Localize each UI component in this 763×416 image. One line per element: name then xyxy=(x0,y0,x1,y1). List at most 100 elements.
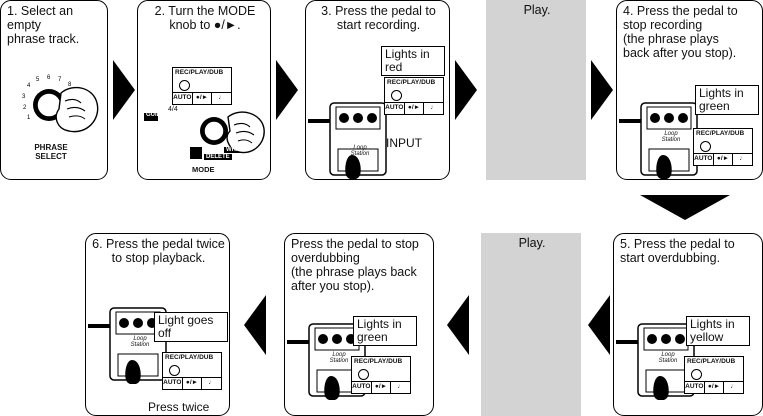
step-3-panel-led xyxy=(391,90,402,101)
play-box-bottom: Play. xyxy=(481,233,581,416)
step-4-device-name: Loop Station xyxy=(661,131,681,143)
press-twice-label: Press twice xyxy=(148,400,210,414)
step-stop-overdub-device-name: Loop Station xyxy=(329,352,349,364)
step-5-device-name: Loop Station xyxy=(658,352,678,364)
mode-panel-title: REC/PLAY/DUB xyxy=(175,69,224,76)
flow-arrow-5 xyxy=(244,295,266,355)
dial-num-8: 8 xyxy=(68,82,72,88)
step-stop-overdub-panel-rec-play: ●/► xyxy=(372,382,392,393)
mode-panel-auto: AUTO xyxy=(173,93,193,104)
mode-panel: REC/PLAY/DUB AUTO ●/► ♩ xyxy=(172,67,232,105)
dial-num-7: 7 xyxy=(58,77,62,83)
step-5-card: 5. Press the pedal to start overdubbing.… xyxy=(613,233,763,416)
flow-arrow-6 xyxy=(447,295,469,355)
step-3-panel-row: AUTO ●/► ♩ xyxy=(385,102,443,114)
mode-panel-row: AUTO ●/► ♩ xyxy=(173,92,231,104)
step-6-panel-note: ♩ xyxy=(208,379,215,386)
dial-num-3: 3 xyxy=(22,94,26,100)
step-6-panel-rec-play: ●/► xyxy=(183,378,203,389)
step-5-panel-rec-play: ●/► xyxy=(705,382,725,393)
play-text-bottom: Play. xyxy=(518,236,546,250)
step-4-panel-led xyxy=(700,141,711,152)
loop-station-pedal-icon xyxy=(616,323,695,400)
input-label: INPUT xyxy=(386,136,422,150)
step-3-card: 3. Press the pedal to start recording. L… xyxy=(305,0,450,180)
step-1-card: 1. Select an empty phrase track. 1 2 3 4… xyxy=(0,0,108,180)
step-5-panel-row: AUTO ●/► ♩ xyxy=(685,381,743,393)
step-4-panel-rec-play: ●/► xyxy=(714,154,734,165)
step-3-callout: Lights in red xyxy=(381,46,445,76)
flow-arrow-down xyxy=(640,195,730,220)
play-text-top: Play. xyxy=(523,3,551,17)
mode-delete-label: DELETE xyxy=(204,154,232,160)
mode-write-label: WRITE xyxy=(226,147,246,153)
step-1-text: 1. Select an empty phrase track. xyxy=(7,4,80,46)
phrase-select-dial-icon: 1 2 3 4 5 6 7 8 xyxy=(22,75,99,133)
loop-station-pedal-icon xyxy=(308,102,387,179)
step-6-text: 6. Press the pedal twice to stop playbac… xyxy=(92,237,225,265)
step-4-panel-auto: AUTO xyxy=(694,154,714,165)
mode-label: MODE xyxy=(192,165,215,174)
step-4-callout: Lights in green xyxy=(695,85,759,115)
dial-num-2: 2 xyxy=(23,105,27,111)
play-box-top: Play. xyxy=(486,0,586,180)
step-4-panel-row: AUTO ●/► ♩ xyxy=(694,153,752,165)
step-stop-overdub-panel-title: REC/PLAY/DUB xyxy=(354,358,403,365)
step-stop-overdub-text: Press the pedal to stop overdubbing (the… xyxy=(291,237,419,293)
step-4-card: 4. Press the pedal to stop recording (th… xyxy=(616,0,763,180)
step-stop-overdub-card: Press the pedal to stop overdubbing (the… xyxy=(284,233,434,416)
step-2-card: 2. Turn the MODE knob to ●/►. REC/PLAY/D… xyxy=(137,0,271,180)
step-6-panel-row: AUTO ●/► ♩ xyxy=(163,377,221,389)
loop-station-pedal-icon xyxy=(287,323,366,400)
phrase-select-label: PHRASE SELECT xyxy=(34,143,68,161)
step-3-panel-rec-play: ●/► xyxy=(405,103,425,114)
loop-station-pedal-icon xyxy=(88,307,167,384)
step-6-panel-led xyxy=(169,365,180,376)
step-3-text: 3. Press the pedal to start recording. xyxy=(321,4,436,32)
step-6-panel-title: REC/PLAY/DUB xyxy=(165,354,214,361)
step-stop-overdub-panel-note: ♩ xyxy=(397,383,404,390)
step-stop-overdub-panel-row: AUTO ●/► ♩ xyxy=(352,381,410,393)
step-stop-overdub-callout: Lights in green xyxy=(353,316,417,346)
step-stop-overdub-panel-led xyxy=(358,369,369,380)
flow-arrow-2 xyxy=(276,60,298,120)
step-stop-overdub-panel-auto: AUTO xyxy=(352,382,372,393)
mode-guide-label: GUIDE xyxy=(146,112,166,118)
step-3-panel: REC/PLAY/DUB AUTO ●/► ♩ xyxy=(384,77,444,115)
step-6-panel-auto: AUTO xyxy=(163,378,183,389)
step-2-text: 2. Turn the MODE knob to ●/►. xyxy=(154,4,256,32)
step-4-panel-note: ♩ xyxy=(739,155,746,162)
step-4-panel: REC/PLAY/DUB AUTO ●/► ♩ xyxy=(693,128,753,166)
step-5-panel-auto: AUTO xyxy=(685,382,705,393)
step-6-device-name: Loop Station xyxy=(130,336,150,348)
step-3-panel-auto: AUTO xyxy=(385,103,405,114)
step-5-callout: Lights in yellow xyxy=(686,316,750,346)
step-5-text: 5. Press the pedal to start overdubbing. xyxy=(620,237,735,265)
flow-arrow-7 xyxy=(588,295,610,355)
loop-station-pedal-icon xyxy=(619,102,698,179)
dial-num-1: 1 xyxy=(27,115,31,121)
mode-panel-rec-play: ●/► xyxy=(193,93,213,104)
step-3-device-name: Loop Station xyxy=(350,145,370,157)
dial-num-4: 4 xyxy=(27,83,31,89)
mode-sig-label: 4/4 xyxy=(168,106,178,113)
mode-knob-icon xyxy=(144,111,265,159)
dial-num-6: 6 xyxy=(47,75,51,81)
dial-num-5: 5 xyxy=(36,77,40,83)
step-5-panel: REC/PLAY/DUB AUTO ●/► ♩ xyxy=(684,356,744,394)
step-3-panel-title: REC/PLAY/DUB xyxy=(387,79,436,86)
flow-arrow-1 xyxy=(113,60,135,120)
step-6-card: 6. Press the pedal twice to stop playbac… xyxy=(85,233,230,416)
step-5-panel-note: ♩ xyxy=(730,383,737,390)
flow-arrow-4 xyxy=(591,60,613,120)
step-4-text: 4. Press the pedal to stop recording (th… xyxy=(623,4,738,60)
step-3-panel-note: ♩ xyxy=(430,104,437,111)
mode-panel-note: ♩ xyxy=(218,94,225,101)
step-6-panel: REC/PLAY/DUB AUTO ●/► ♩ xyxy=(162,352,222,390)
step-5-panel-led xyxy=(691,369,702,380)
step-stop-overdub-panel: REC/PLAY/DUB AUTO ●/► ♩ xyxy=(351,356,411,394)
flow-arrow-3 xyxy=(455,60,477,120)
mode-panel-led xyxy=(179,80,190,91)
step-5-panel-title: REC/PLAY/DUB xyxy=(687,358,736,365)
step-4-panel-title: REC/PLAY/DUB xyxy=(696,130,745,137)
